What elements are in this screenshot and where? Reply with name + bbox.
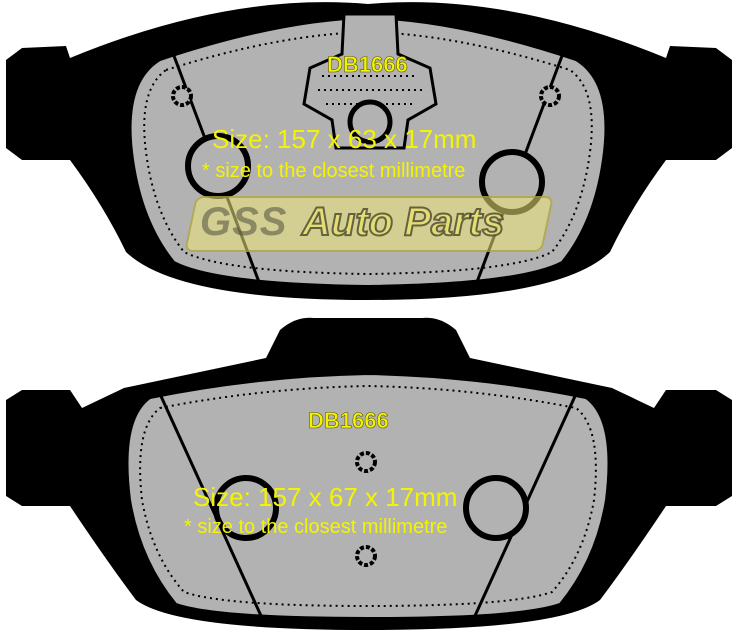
bottom-pad-friction-material (126, 372, 610, 620)
top-pad-clip-mount (302, 12, 438, 150)
bottom-pad-code: DB1666 (308, 408, 389, 434)
bottom-pad-hole-left (213, 475, 279, 541)
bottom-pad-sensor-top (355, 451, 377, 473)
top-pad-sensor-left (171, 85, 193, 107)
bottom-pad-dotted-edge (139, 384, 597, 608)
bottom-pad (6, 317, 732, 630)
watermark-brand: GSS (200, 200, 288, 244)
top-pad-code: DB1666 (327, 52, 408, 78)
bottom-pad-sensor-bottom (355, 545, 377, 567)
bottom-pad-size: Size: 157 x 67 x 17mm (193, 482, 458, 512)
bottom-pad-note: * size to the closest millimetre (184, 516, 448, 538)
watermark-logo: GSS Auto Parts (184, 196, 554, 252)
top-pad-note: * size to the closest millimetre (202, 160, 466, 182)
top-pad-center-hole (347, 99, 393, 145)
bottom-pad-groove-left (158, 393, 264, 619)
top-pad-size: Size: 157 x 63 x 17mm (212, 124, 477, 154)
bottom-pad-hole-right (463, 475, 529, 541)
top-pad-sensor-right (539, 85, 561, 107)
watermark-name: Auto Parts (301, 199, 505, 245)
